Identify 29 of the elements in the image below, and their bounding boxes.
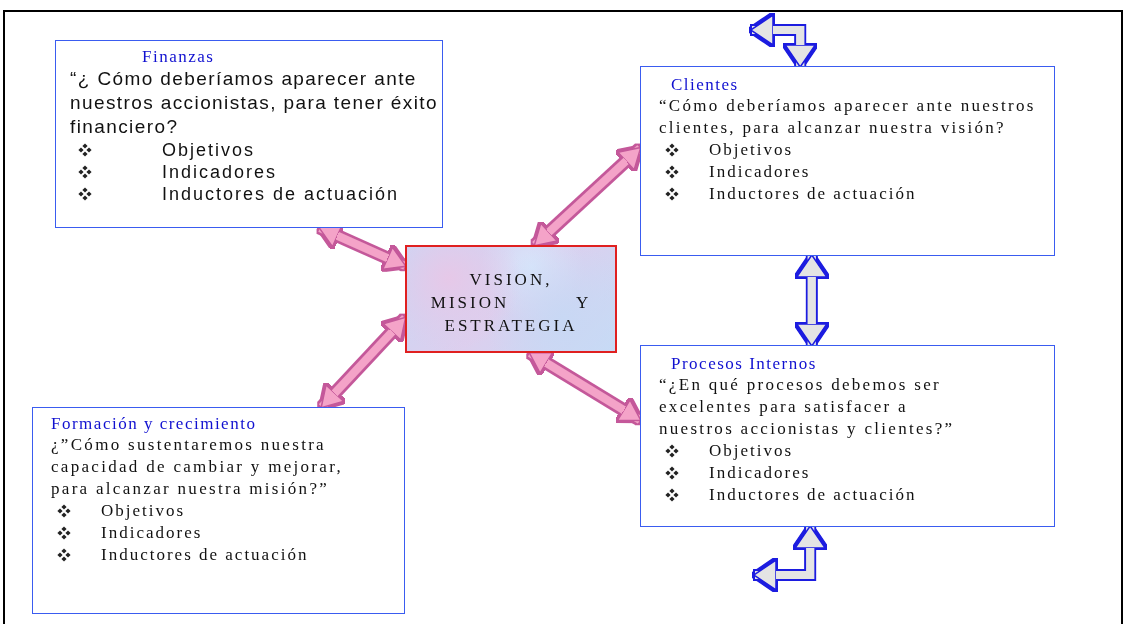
perspective-box	[55, 40, 443, 228]
bullet-text: Indicadores	[709, 162, 811, 182]
question-text: “¿ Cómo deberíamos aparecer ante nuestros accionistas, para tener éxito financiero?	[70, 67, 439, 139]
perspective-box	[640, 66, 1055, 256]
bullet-text: Inductores de actuación	[162, 183, 400, 205]
strategy-text: VISION, MISION Y ESTRATEGIA	[429, 268, 593, 337]
box-heading: Formación y crecimiento	[51, 414, 258, 434]
perspective-box	[32, 407, 405, 614]
question-text: ¿”Cómo sustentaremos nuestra capacidad de cambiar y mejorar, para alcanzar nuestra misión?”	[51, 434, 344, 500]
bullet-text: Inductores de actuación	[709, 184, 917, 204]
bullet-text: Objetivos	[709, 441, 794, 461]
box-heading: Clientes	[670, 75, 740, 95]
perspective-box	[640, 345, 1055, 527]
bullet-text: Indicadores	[162, 161, 278, 183]
question-text: “Cómo deberíamos aparecer ante nuestros clientes, para alcanzar nuestra visión?	[659, 95, 1037, 139]
bullet-text: Objetivos	[101, 501, 186, 521]
box-heading: Finanzas	[141, 47, 216, 67]
question-text: “¿En qué procesos debemos ser excelentes para satisfacer a nuestros accionistas y clientes?”	[659, 374, 956, 440]
double-arrow	[753, 525, 826, 591]
bullet-text: Objetivos	[162, 139, 256, 161]
bullet-text: Inductores de actuación	[709, 485, 917, 505]
double-arrow	[750, 14, 816, 68]
double-arrow	[796, 254, 828, 347]
bullet-text: Objetivos	[709, 140, 794, 160]
strategy-box	[405, 245, 617, 353]
bullet-text: Indicadores	[101, 523, 203, 543]
box-heading: Procesos Internos	[670, 354, 818, 374]
bullet-text: Indicadores	[709, 463, 811, 483]
bullet-text: Inductores de actuación	[101, 545, 309, 565]
